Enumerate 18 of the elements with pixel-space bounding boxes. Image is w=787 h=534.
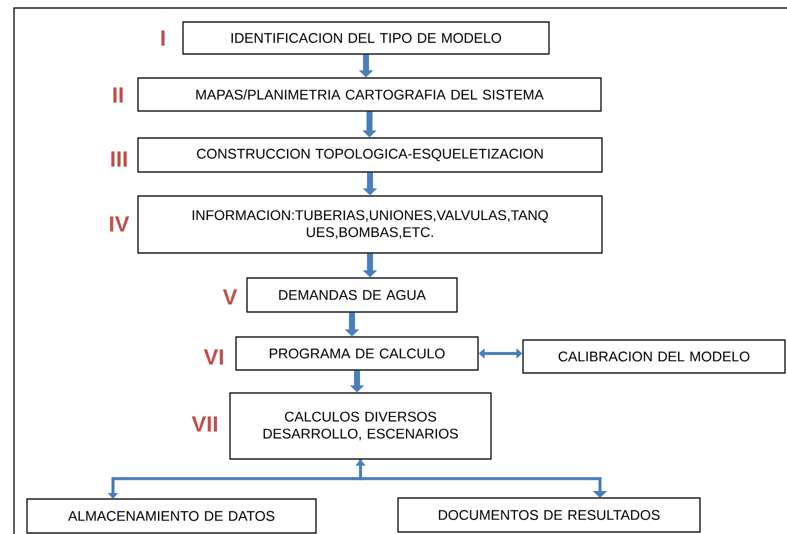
process-box: CALIBRACION DEL MODELO <box>522 339 786 374</box>
step-numeral: I <box>161 30 165 46</box>
process-box: PROGRAMA DE CALCULO <box>235 336 479 371</box>
process-box: CALCULOS DIVERSOS DESARROLLO, ESCENARIOS <box>229 392 492 460</box>
step-numeral: III <box>111 151 127 167</box>
process-box: IDENTIFICACION DEL TIPO DE MODELO <box>182 21 550 55</box>
process-box: MAPAS/PLANIMETRIA CARTOGRAFIA DEL SISTEMA <box>137 77 602 112</box>
step-numeral: II <box>113 87 123 103</box>
step-numeral: IV <box>110 216 130 232</box>
step-numeral: VII <box>192 416 217 432</box>
process-box: ALMACENAMIENTO DE DATOS <box>26 498 317 534</box>
process-box: INFORMACION:TUBERIAS,UNIONES,VALVULAS,TANQ UES,BOMBAS,ETC. <box>137 195 603 254</box>
step-numeral: VI <box>204 349 223 365</box>
step-numeral: V <box>222 289 238 305</box>
process-box: DEMANDAS DE AGUA <box>246 277 458 313</box>
process-box: DOCUMENTOS DE RESULTADOS <box>397 497 701 533</box>
arrow <box>359 460 608 498</box>
process-box: CONSTRUCCION TOPOLOGICA-ESQUELETIZACION <box>137 137 603 173</box>
